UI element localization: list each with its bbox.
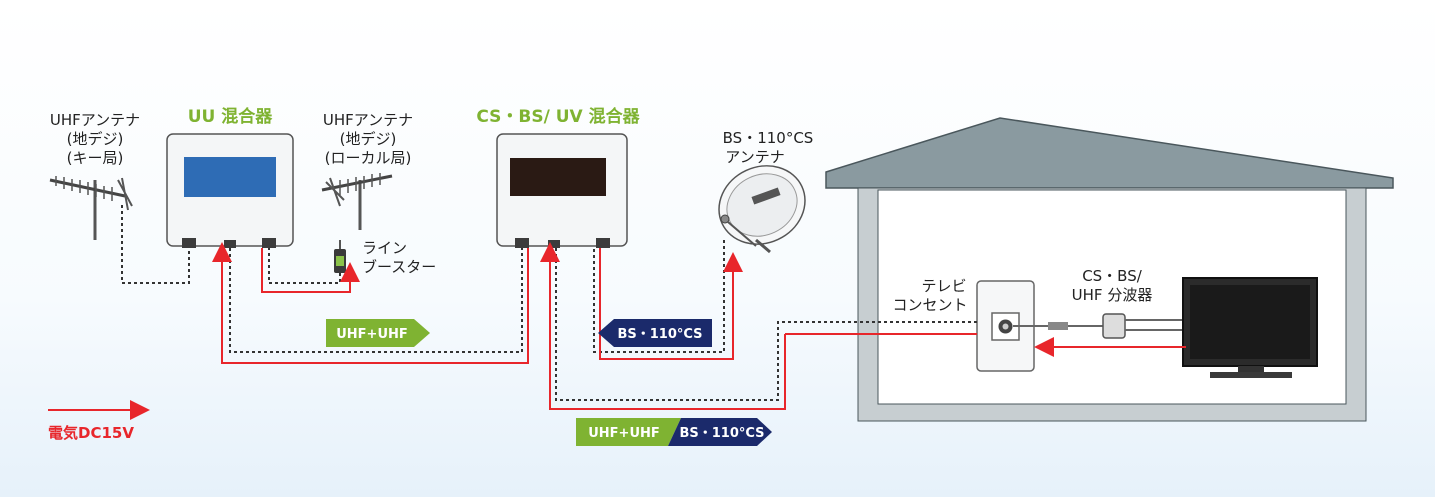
svg-text:UHFアンテナ: UHFアンテナ <box>323 111 413 129</box>
splitter-label: CS・BS/ UHF 分波器 <box>1072 267 1153 304</box>
arrow-bs-110cs-label: BS・110°CS <box>617 327 702 342</box>
arrow-bs-110cs: BS・110°CS <box>598 319 712 347</box>
television-icon <box>1182 277 1318 378</box>
uu-mixer-screen <box>184 157 276 197</box>
tv-outlet-label: テレビ コンセント <box>892 277 967 314</box>
svg-text:(キー局): (キー局) <box>67 149 124 167</box>
svg-text:アンテナ: アンテナ <box>725 148 784 166</box>
svg-text:(地デジ): (地デジ) <box>67 130 124 148</box>
line-booster-icon <box>334 240 346 273</box>
svg-text:コンセント: コンセント <box>892 296 967 314</box>
line-booster-label: ライン ブースター <box>362 239 436 276</box>
uhf-antenna-right-label: UHFアンテナ (地デジ) (ローカル局) <box>323 111 413 167</box>
csbsuv-mixer-title: CS・BS/ UV 混合器 <box>476 106 640 127</box>
uhf-antenna-left-label: UHFアンテナ (地デジ) (キー局) <box>50 111 140 167</box>
cable-booster-to-uu <box>268 248 341 284</box>
svg-text:(地デジ): (地デジ) <box>340 130 397 148</box>
cable-csbsuv-to-outlet <box>555 248 977 401</box>
svg-text:CS・BS/: CS・BS/ <box>1082 267 1143 285</box>
power-to-dish <box>599 248 743 360</box>
signal-cables <box>121 205 977 401</box>
cable-dish-to-csbsuv <box>593 240 725 353</box>
dish-antenna-icon <box>718 165 806 254</box>
uu-mixer-title: UU 混合器 <box>188 106 274 127</box>
arrow-combined: UHF+UHF BS・110°CS <box>576 418 772 446</box>
svg-text:ライン: ライン <box>362 239 407 257</box>
dc-power-lines <box>48 242 1186 420</box>
csbsuv-mixer <box>496 133 628 248</box>
svg-text:(ローカル局): (ローカル局) <box>325 149 412 167</box>
uhf-antenna-right-icon <box>321 173 393 230</box>
svg-text:ブースター: ブースター <box>362 258 436 276</box>
svg-text:UHF 分波器: UHF 分波器 <box>1072 286 1153 304</box>
power-to-csbsuv <box>540 242 786 410</box>
arrow-combined-right-label: BS・110°CS <box>679 426 764 441</box>
uu-mixer <box>166 133 294 248</box>
house-roof <box>825 117 1394 189</box>
arrow-uhf-uhf-label: UHF+UHF <box>336 327 408 342</box>
cable-left-antenna-to-uu <box>121 205 190 284</box>
csbsuv-mixer-screen <box>510 158 606 196</box>
uhf-antenna-left-icon <box>49 176 133 240</box>
svg-text:BS・110°CS: BS・110°CS <box>723 129 814 147</box>
bs-antenna-label: BS・110°CS アンテナ <box>723 129 814 166</box>
svg-text:テレビ: テレビ <box>921 277 966 295</box>
house <box>825 117 1394 422</box>
svg-text:UHFアンテナ: UHFアンテナ <box>50 111 140 129</box>
splitter-icon <box>1013 313 1188 339</box>
arrow-uhf-uhf: UHF+UHF <box>326 319 430 347</box>
arrow-combined-left-label: UHF+UHF <box>588 426 660 441</box>
power-to-uu <box>212 242 529 364</box>
legend-label: 電気DC15V <box>48 424 134 442</box>
power-to-booster <box>261 248 360 293</box>
